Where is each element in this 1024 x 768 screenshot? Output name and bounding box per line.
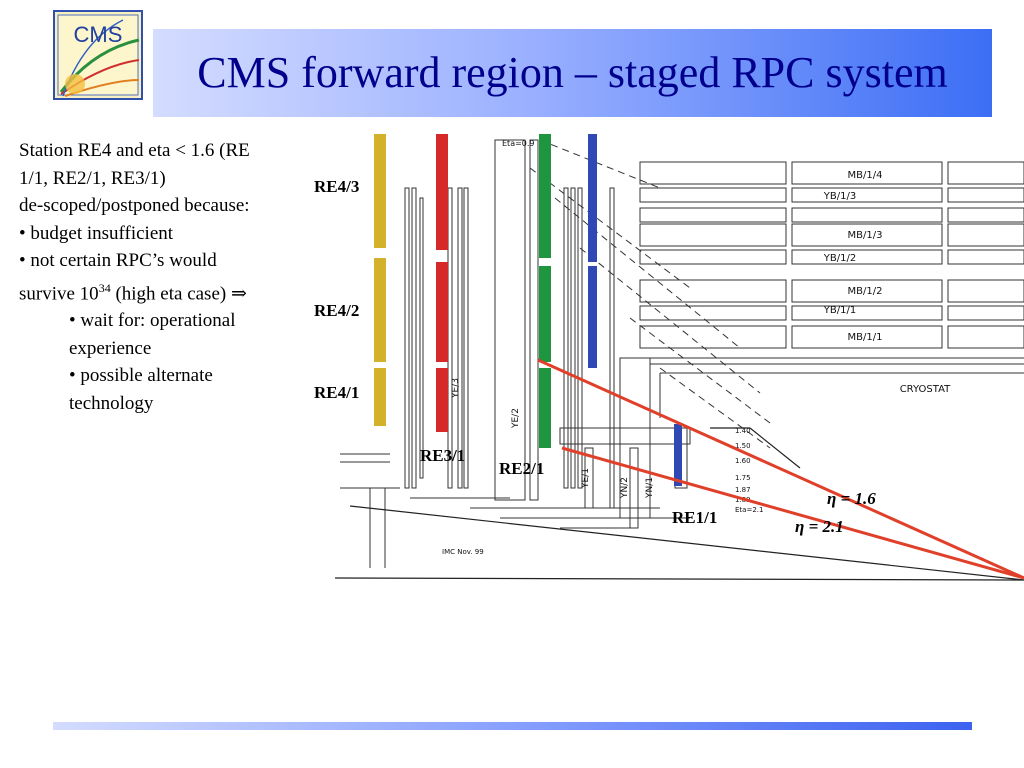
- body-line-survive: survive 1034 (high eta case) ⇒: [19, 275, 309, 308]
- re2-stations: [539, 134, 551, 448]
- yoke-label: YN/1: [645, 477, 655, 499]
- chamber-label: YB/1/1: [823, 305, 856, 316]
- label-re3-1: RE3/1: [420, 446, 465, 465]
- svg-text:1.75: 1.75: [735, 474, 751, 482]
- chamber-label: MB/1/2: [848, 286, 883, 297]
- barrel-chambers: [639, 161, 1024, 428]
- yoke-label: YE/1: [581, 468, 591, 489]
- body-line: 1/1, RE2/1, RE3/1): [19, 167, 166, 189]
- eta-1-6-label: η = 1.6: [827, 489, 876, 508]
- survive-exponent: 34: [98, 280, 111, 295]
- cms-logo: CMS: [53, 10, 143, 100]
- chamber-label: MB/1/1: [848, 332, 883, 343]
- survive-prefix: survive 10: [19, 282, 99, 304]
- svg-text:1.50: 1.50: [735, 442, 751, 450]
- eta-lines: [537, 358, 1024, 580]
- sub-bullet-line: technology: [69, 392, 154, 414]
- yoke-label: YN/2: [620, 477, 630, 499]
- eta-top-label: Eta=0.9: [502, 139, 535, 148]
- chamber-label: MB/1/3: [848, 230, 883, 241]
- logo-text: CMS: [74, 22, 123, 47]
- label-re4-2: RE4/2: [314, 301, 359, 320]
- label-re2-1: RE2/1: [499, 459, 544, 478]
- svg-text:Eta=2.1: Eta=2.1: [735, 506, 763, 514]
- cryostat-label: CRYOSTAT: [900, 384, 951, 395]
- chamber-label: MB/1/4: [848, 170, 883, 181]
- footer-note: IMC Nov. 99: [442, 548, 484, 556]
- label-re4-1: RE4/1: [314, 383, 359, 402]
- body-line: de-scoped/postponed because:: [19, 195, 250, 216]
- body-text: Station RE4 and eta < 1.6 (RE 1/1, RE2/1…: [19, 137, 309, 417]
- label-re1-1: RE1/1: [672, 508, 717, 527]
- re3-stations: [436, 134, 448, 432]
- sub-bullet-line: experience: [69, 337, 152, 359]
- svg-text:1.60: 1.60: [735, 457, 751, 465]
- sub-bullet-alternate: • possible alternate: [69, 365, 213, 387]
- eta-2-1-label: η = 2.1: [795, 517, 844, 536]
- page-title: CMS forward region – staged RPC system: [197, 48, 948, 97]
- chamber-label: YB/1/3: [823, 191, 856, 202]
- dashed-eta-lines: [529, 139, 771, 449]
- forward-region-diagram: MB/1/4 YB/1/3 MB/1/3 YB/1/2 MB/1/2 YB/1/…: [314, 128, 1024, 590]
- bottom-rule: [53, 722, 972, 730]
- beam-cone: [334, 427, 1024, 581]
- bullet-rpc-survival: • not certain RPC’s would: [19, 250, 217, 271]
- yoke-label: YE/3: [451, 378, 461, 399]
- chamber-label: YB/1/2: [823, 253, 856, 264]
- yoke-label: YE/2: [511, 408, 521, 429]
- re1-stations: [588, 134, 682, 486]
- survive-suffix: (high eta case) ⇒: [110, 282, 247, 304]
- endcap-yoke: [340, 139, 691, 568]
- re4-stations: [374, 134, 386, 426]
- body-line: Station RE4 and eta < 1.6 (RE: [19, 140, 250, 161]
- svg-text:1.87: 1.87: [735, 486, 751, 494]
- label-re4-3: RE4/3: [314, 177, 359, 196]
- sub-bullet-wait: • wait for: operational: [69, 310, 236, 332]
- svg-text:1.40: 1.40: [735, 427, 751, 435]
- bullet-budget: • budget insufficient: [19, 222, 174, 244]
- title-bar: CMS forward region – staged RPC system: [153, 29, 992, 117]
